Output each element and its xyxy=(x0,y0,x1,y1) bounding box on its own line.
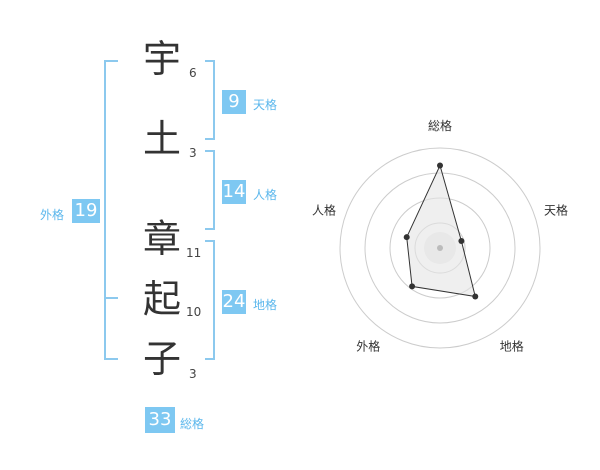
radar-axis-label: 人格 xyxy=(312,202,336,217)
jinkaku-bracket xyxy=(205,150,215,230)
stroke-count-4: 10 xyxy=(186,305,202,319)
radar-point xyxy=(472,293,479,300)
radar-axis-label: 天格 xyxy=(544,202,568,217)
stroke-count-1: 6 xyxy=(189,66,197,80)
radar-point xyxy=(403,234,410,241)
chikaku-bracket xyxy=(205,240,215,360)
tenkaku-label: 天格 xyxy=(253,98,278,112)
chikaku-label: 地格 xyxy=(253,298,278,312)
radar-center-dot xyxy=(437,245,443,251)
name-char-3: 章 xyxy=(143,217,182,261)
name-char-4: 起 xyxy=(143,277,182,321)
soukaku-score: 33 xyxy=(145,407,175,433)
radar-axis-label: 外格 xyxy=(356,339,380,354)
stroke-count-2: 3 xyxy=(189,146,197,160)
soukaku-label: 総格 xyxy=(180,417,205,431)
name-char-5: 子 xyxy=(143,337,182,381)
radar-point xyxy=(437,162,443,169)
radar-polygon xyxy=(406,164,476,298)
radar-axis-label: 総格 xyxy=(428,118,452,133)
jinkaku-score: 14 xyxy=(222,180,246,204)
radar-point xyxy=(409,283,416,290)
gaikaku-label: 外格 xyxy=(40,208,65,222)
name-char-2: 土 xyxy=(143,117,182,161)
radar-ring xyxy=(339,147,541,349)
jinkaku-label: 人格 xyxy=(253,188,278,202)
stroke-count-3: 11 xyxy=(186,246,202,260)
stroke-count-5: 3 xyxy=(189,367,197,381)
tenkaku-bracket xyxy=(205,60,215,140)
bracket-tick xyxy=(104,297,118,299)
gaikaku-bracket xyxy=(104,60,118,360)
chikaku-score: 24 xyxy=(222,290,246,314)
radar-point xyxy=(458,238,465,245)
tenkaku-score: 9 xyxy=(222,90,246,114)
name-char-1: 宇 xyxy=(143,37,182,81)
gaikaku-score: 19 xyxy=(72,199,100,223)
radar-axis-label: 地格 xyxy=(500,339,524,354)
